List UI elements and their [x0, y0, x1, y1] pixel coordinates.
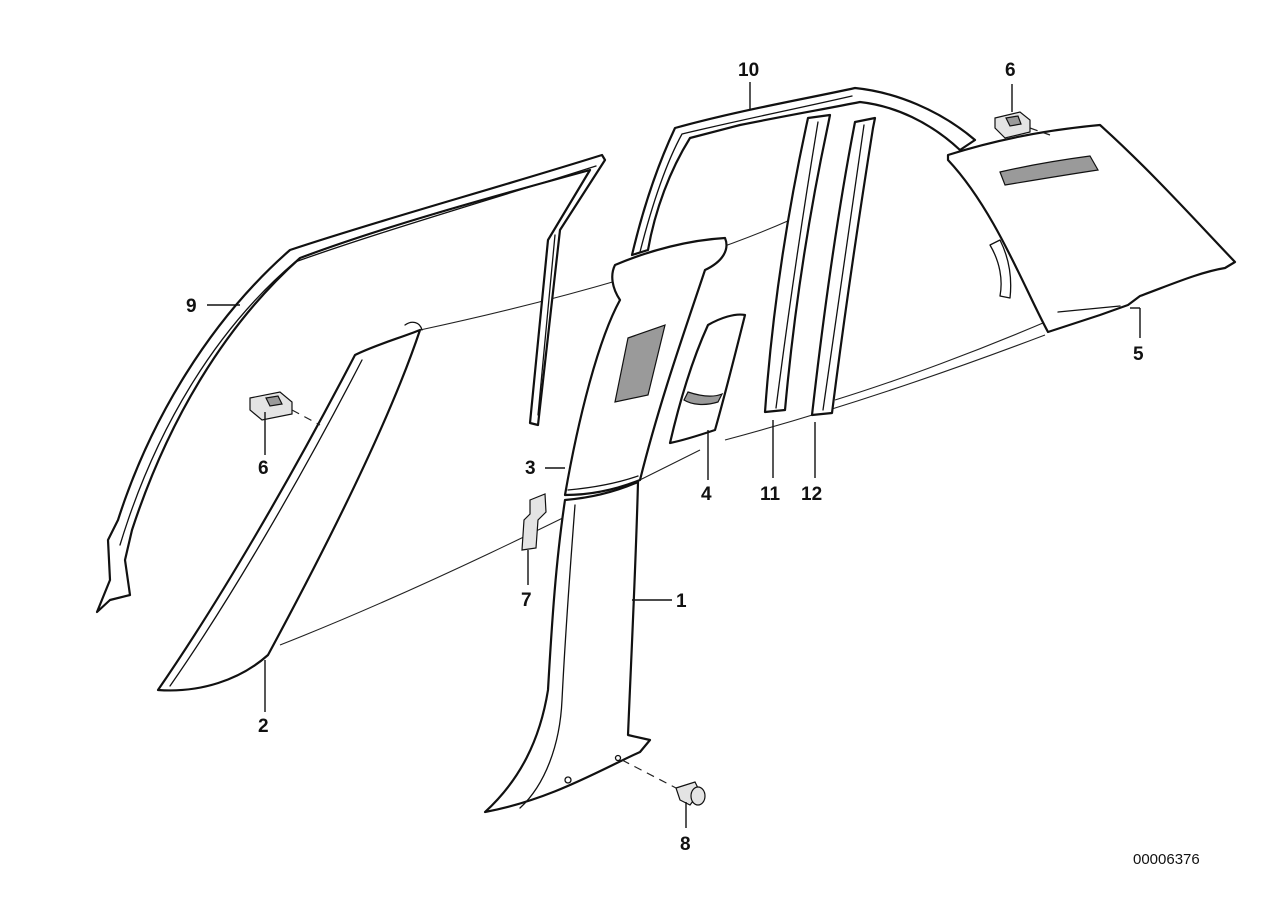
- part-1-b-pillar-lower-trim: [483, 480, 652, 814]
- part-4-belt-guide-cover: [668, 313, 747, 445]
- part-11-seal-strip: [763, 113, 832, 414]
- part-2-a-pillar-lower-trim: [156, 321, 423, 692]
- part-5-c-pillar-trim: [946, 123, 1237, 334]
- callout-5: 5: [1133, 344, 1144, 365]
- callout-4: 4: [701, 484, 712, 505]
- part-7-bracket: [521, 493, 547, 551]
- callout-10: 10: [738, 60, 759, 81]
- callout-12: 12: [801, 484, 822, 505]
- callout-11: 11: [760, 484, 781, 505]
- part-6-clip-right: [994, 111, 1031, 139]
- part-3-b-pillar-upper-trim: [563, 236, 728, 497]
- part-12-seal-strip: [810, 116, 877, 417]
- part-9-window-frame-strip: [95, 153, 607, 614]
- callout-8: 8: [680, 834, 691, 855]
- callout-6-left: 6: [258, 458, 269, 479]
- callout-2: 2: [258, 716, 269, 737]
- part-10-roof-frame-strip: [630, 86, 1012, 299]
- callout-6-right: 6: [1005, 60, 1016, 81]
- callout-1: 1: [676, 591, 687, 612]
- clip-6-left-dashed-line: [291, 409, 321, 426]
- callout-9: 9: [186, 296, 197, 317]
- rivet-8-dashed-line: [621, 759, 677, 789]
- part-6-clip-left: [249, 391, 293, 421]
- leader-lines: [207, 82, 1141, 828]
- part-8-rivet: [675, 781, 706, 806]
- document-number: 00006376: [1133, 851, 1200, 868]
- callout-3: 3: [525, 458, 536, 479]
- callout-labels: 1 2 3 4 5 6 6 7 8 9 10 11 12: [186, 60, 1144, 855]
- callout-7: 7: [521, 590, 532, 611]
- clip-6-right-dashed-line: [1029, 127, 1051, 136]
